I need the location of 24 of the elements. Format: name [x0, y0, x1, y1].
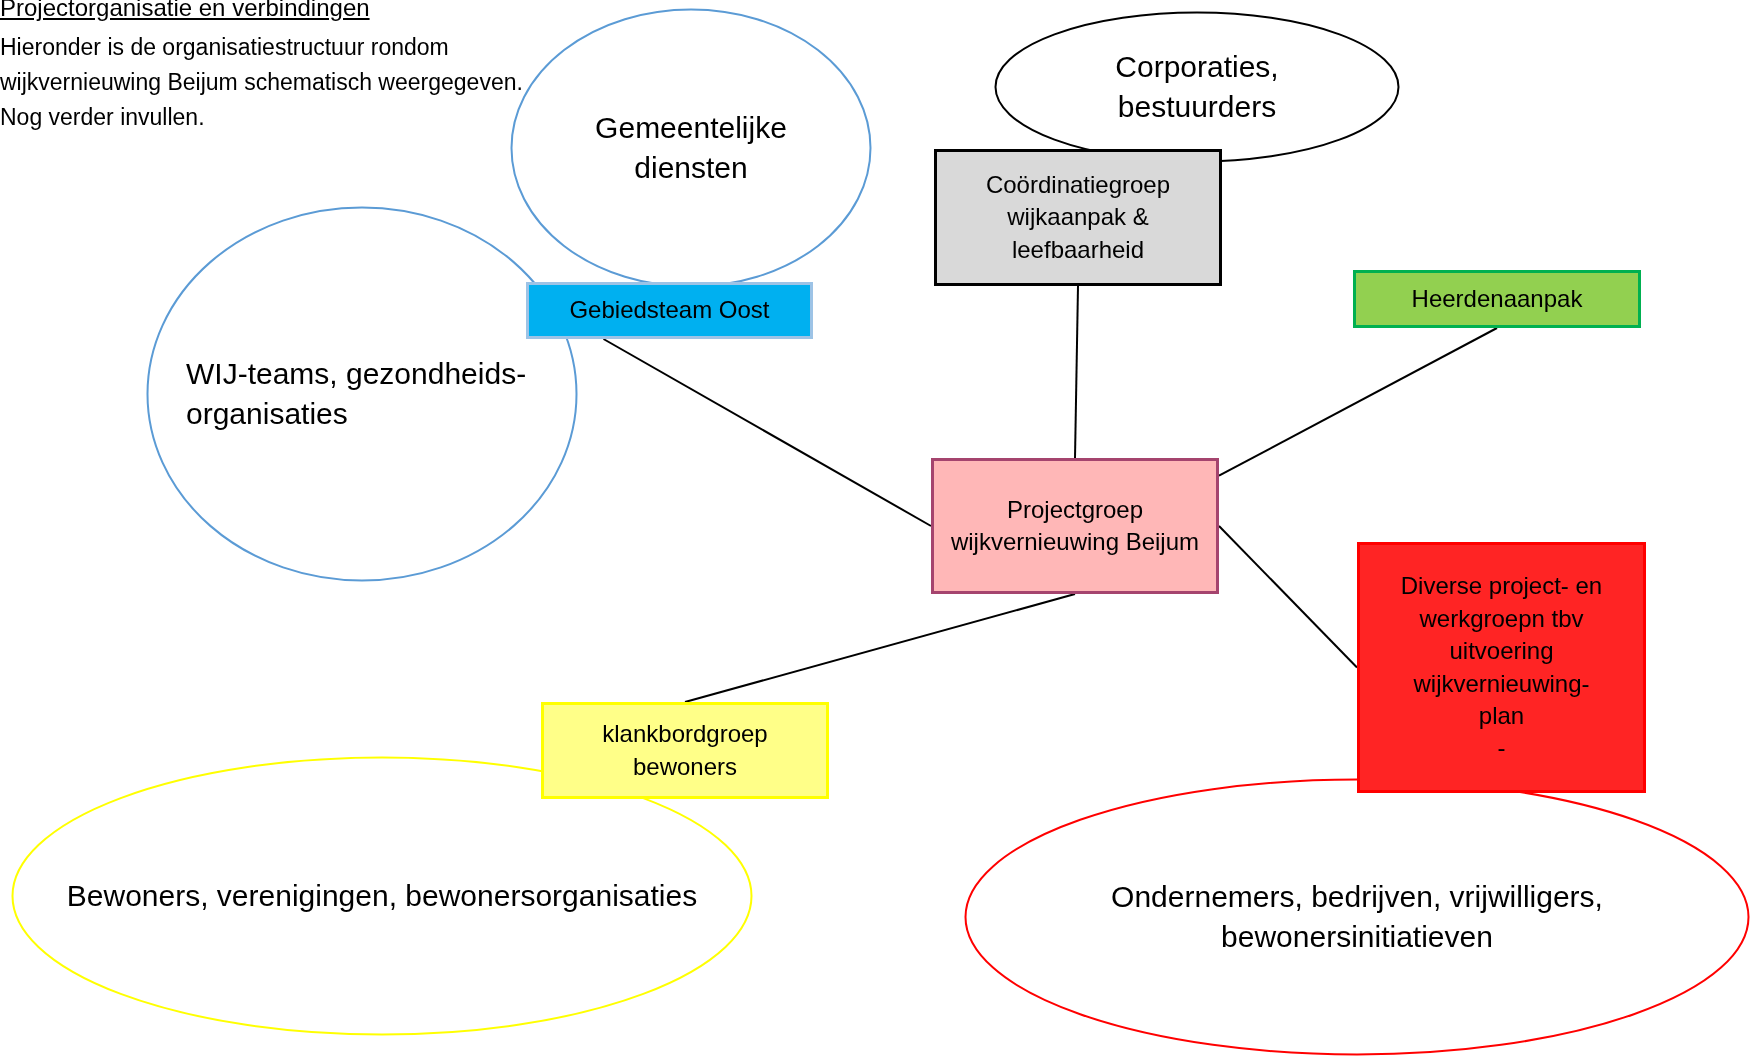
node-label: Diverse project- en werkgroepn tbv uitvoering wijkvernieuwing- plan	[1399, 571, 1604, 731]
connector-line	[684, 593, 1076, 703]
node-label: Gebiedsteam Oost	[569, 295, 770, 326]
connector-line	[1218, 525, 1358, 669]
org-box	[931, 458, 1219, 594]
node-label: Bewoners, verenigingen, bewonersorganisaties	[66, 877, 698, 914]
org-box	[541, 702, 829, 799]
org-box	[934, 149, 1222, 286]
note-text: Hieronder is de organisatiestructuur rondom wijkvernieuwing Beijum schematisch weergegeven. Nog verder invullen.	[0, 33, 524, 132]
node-label: WIJ-teams, gezondheids- organisaties	[186, 355, 528, 432]
org-box	[526, 282, 813, 339]
connector-line	[1218, 327, 1498, 477]
org-box	[1357, 542, 1646, 793]
node-label: Ondernemers, bedrijven, vrijwilligers, bewonersinitiatieven	[1110, 878, 1604, 955]
node-label: -	[1497, 733, 1506, 764]
node-label: Coördinatiegroep wijkaanpak & leefbaarheid	[984, 169, 1172, 265]
connector-line	[1074, 285, 1079, 459]
node-label: Heerdenaanpak	[1411, 283, 1583, 314]
node-label: Corporaties, bestuurders	[1114, 48, 1280, 125]
node-label: klankbordgroep bewoners	[601, 719, 769, 782]
node-label: Gemeentelijke diensten	[594, 109, 788, 186]
connector-line	[602, 338, 932, 527]
org-box	[1353, 270, 1641, 328]
node-label: Projectgroep wijkvernieuwing Beijum	[949, 494, 1201, 557]
